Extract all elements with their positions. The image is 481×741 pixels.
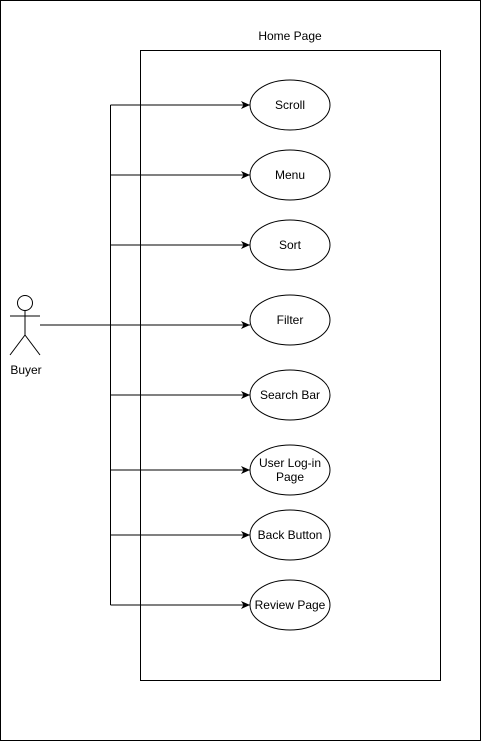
use-case-ellipse bbox=[249, 579, 331, 631]
actor-head bbox=[17, 295, 33, 311]
system-boundary-title: Home Page bbox=[258, 29, 322, 43]
use-case-sort: Sort bbox=[249, 219, 331, 271]
use-case-label: Sort bbox=[279, 238, 302, 252]
use-case-label: Menu bbox=[275, 168, 305, 182]
use-case-ellipse bbox=[249, 79, 331, 131]
use-case-search-bar: Search Bar bbox=[249, 369, 331, 421]
use-case-ellipse bbox=[249, 149, 331, 201]
use-case-ellipse bbox=[249, 444, 331, 496]
use-case-label: Filter bbox=[277, 313, 304, 327]
use-case-label: User Log-in bbox=[259, 456, 321, 470]
use-case-label: Page bbox=[276, 470, 304, 484]
use-case-scroll: Scroll bbox=[249, 79, 331, 131]
use-case-menu: Menu bbox=[249, 149, 331, 201]
use-case-filter: Filter bbox=[249, 294, 331, 346]
use-case-label: Scroll bbox=[275, 98, 305, 112]
actor-buyer bbox=[9, 295, 41, 356]
use-case-review-page: Review Page bbox=[249, 579, 331, 631]
use-case-ellipse bbox=[249, 509, 331, 561]
use-case-ellipse bbox=[249, 294, 331, 346]
use-case-back-button: Back Button bbox=[249, 509, 331, 561]
use-case-label: Review Page bbox=[255, 598, 326, 612]
use-case-ellipse bbox=[249, 219, 331, 271]
actor-left-leg bbox=[9, 334, 26, 356]
use-case-ellipse bbox=[249, 369, 331, 421]
use-case-label: Search Bar bbox=[260, 388, 320, 402]
use-case-label: Back Button bbox=[258, 528, 323, 542]
connectors bbox=[40, 101, 250, 609]
system-boundary bbox=[140, 50, 441, 681]
actor-label: Buyer bbox=[10, 363, 41, 377]
actor-right-leg bbox=[24, 334, 41, 356]
